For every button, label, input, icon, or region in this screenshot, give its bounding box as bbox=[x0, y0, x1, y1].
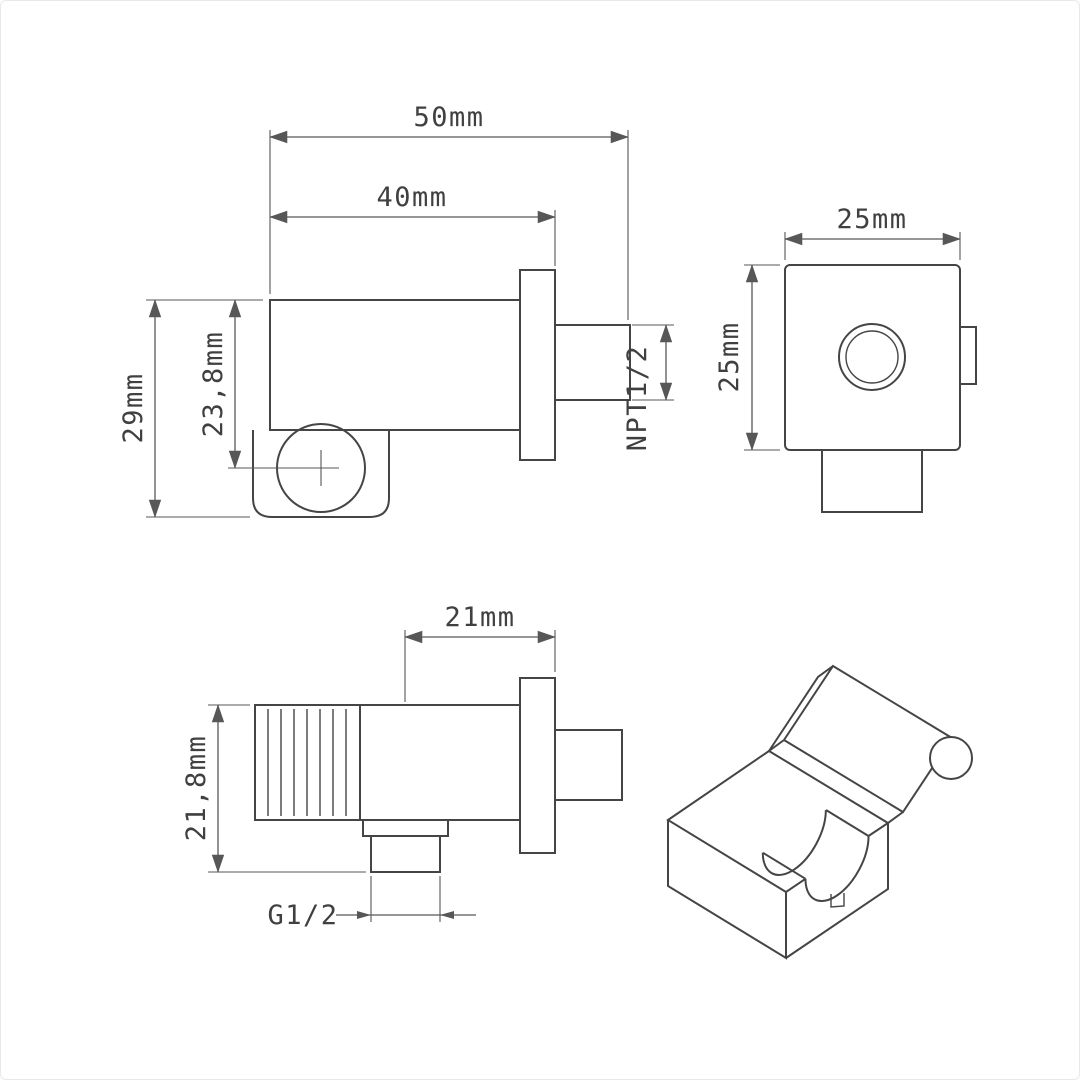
extension-lines bbox=[208, 630, 556, 922]
holder-front-outline bbox=[821, 449, 923, 513]
outlet-knob bbox=[929, 736, 973, 780]
arrowhead-right bbox=[440, 911, 454, 919]
view-side-bottom: 21mm 21,8mm G1/2 bbox=[181, 602, 623, 931]
holder-block-outline bbox=[666, 750, 889, 960]
dim-label-width: 25mm bbox=[836, 204, 907, 235]
front-plate-outline bbox=[784, 264, 961, 451]
view-front: 25mm 25mm bbox=[714, 204, 977, 513]
cradle-front-arc bbox=[805, 836, 868, 917]
cradle-back-arc bbox=[763, 810, 826, 891]
outlet-circle-outer bbox=[838, 323, 906, 391]
dim-label-overall-length: 50mm bbox=[413, 102, 484, 133]
holder-collar-outline bbox=[362, 819, 449, 837]
body-outline bbox=[254, 704, 521, 821]
holder-boss-outline bbox=[370, 835, 441, 873]
holder-cup-outline bbox=[252, 430, 390, 518]
dim-label-holder-thread: G1/2 bbox=[267, 900, 338, 931]
view-isometric bbox=[666, 664, 973, 960]
dim-label-overall-height: 29mm bbox=[118, 372, 149, 443]
cradle-bottom-notch bbox=[830, 893, 845, 908]
dim-label-center-height: 23,8mm bbox=[198, 331, 229, 438]
side-tab-outline bbox=[959, 326, 977, 385]
outlet-spout-outline bbox=[554, 324, 631, 401]
view-side-top: 50mm 40mm 29mm 23,8mm NPT1/2 bbox=[118, 102, 674, 518]
dim-label-outlet-thread: NPT1/2 bbox=[622, 345, 653, 452]
extension-lines bbox=[744, 232, 961, 451]
wall-flange-outline bbox=[519, 677, 556, 854]
outlet-circle-inner bbox=[845, 330, 899, 384]
wall-plate-outline bbox=[768, 664, 954, 825]
dim-label-spout-offset: 21mm bbox=[444, 602, 515, 633]
wall-flange-outline bbox=[519, 269, 556, 461]
dim-label-height: 21,8mm bbox=[181, 735, 212, 842]
dim-label-body-length: 40mm bbox=[376, 182, 447, 213]
arrowhead-left bbox=[357, 911, 371, 919]
cradle-slot-edges bbox=[762, 809, 870, 880]
thread-lines bbox=[267, 709, 347, 816]
body-outline bbox=[269, 299, 521, 431]
outlet-spout-outline bbox=[554, 729, 623, 801]
dim-label-height: 25mm bbox=[714, 321, 745, 392]
